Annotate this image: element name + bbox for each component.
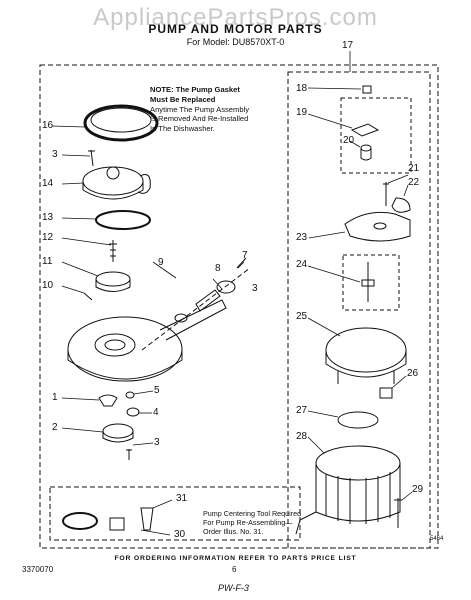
callout-9: 9: [158, 257, 164, 268]
note-line: In The Dishwasher.: [150, 124, 215, 134]
tool-kit-drawing: [62, 507, 154, 531]
callout-22: 22: [408, 177, 420, 188]
tool-note-line: Order Illus. No. 31.: [203, 527, 264, 536]
pump-base-drawing: [67, 299, 227, 382]
part-number: 3370070: [22, 565, 54, 574]
tool-note-line: Pump Centering Tool Required: [203, 509, 302, 518]
leader-lines: [51, 51, 413, 536]
callout-19: 19: [296, 107, 308, 118]
pump-gasket-note: NOTE: The Pump Gasket Must Be Replaced A…: [150, 85, 270, 134]
callout-10: 10: [42, 280, 54, 291]
callout-29: 29: [412, 484, 424, 495]
callout-20: 20: [343, 135, 355, 146]
callout-3-right: 3: [252, 283, 258, 294]
tool-note-line: For Pump Re-Assembling—: [203, 518, 293, 527]
o-ring-drawing: [95, 210, 151, 230]
seal-drawing: [350, 123, 380, 161]
watermark: AppliancePartsPros.com: [93, 4, 378, 31]
diagram-title: PUMP AND MOTOR PARTS: [148, 22, 323, 36]
motor-nut-drawing: [362, 85, 372, 94]
callout-3-top: 3: [52, 149, 58, 160]
drain-parts-drawing: [98, 391, 140, 460]
callout-28: 28: [296, 431, 308, 442]
page-reference: PW-F-3: [218, 583, 249, 593]
tool-box: [49, 486, 301, 541]
mounting-plate-drawing: [344, 211, 411, 242]
callout-31: 31: [176, 493, 188, 504]
chopper-assembly-drawing: [141, 257, 251, 351]
relay-drawing: [379, 387, 393, 399]
callout-24: 24: [296, 259, 308, 270]
shaft-drawing: [361, 262, 375, 302]
pump-housing-drawing: [82, 166, 151, 200]
callout-17: 17: [342, 40, 354, 51]
callout-23: 23: [296, 232, 308, 243]
callout-13: 13: [42, 212, 54, 223]
page-number: 6: [232, 565, 237, 574]
callout-18: 18: [296, 83, 308, 94]
impeller-screw-drawing: [109, 240, 117, 262]
housing-screw-drawing: [88, 149, 95, 167]
callout-3-bottom: 3: [154, 437, 160, 448]
note-line: Anytime The Pump Assembly: [150, 104, 250, 114]
callout-1: 1: [52, 392, 58, 403]
disc-drawing: [337, 411, 379, 429]
impeller-drawing: [95, 271, 131, 292]
motor-top-housing-drawing: [325, 327, 407, 384]
callout-14: 14: [42, 178, 54, 189]
callout-16: 16: [42, 120, 54, 131]
callout-12: 12: [42, 232, 54, 243]
callout-7: 7: [242, 250, 248, 261]
centering-tool-note: Pump Centering Tool Required For Pump Re…: [203, 509, 303, 536]
callout-25: 25: [296, 311, 308, 322]
model-subtitle: For Model: DU8570XT-0: [186, 37, 285, 47]
callout-2: 2: [52, 422, 58, 433]
callout-5: 5: [154, 385, 160, 396]
callout-8: 8: [215, 263, 221, 274]
callout-4: 4: [153, 407, 159, 418]
assembly-outline: [39, 64, 439, 549]
note-line: Must Be Replaced: [150, 94, 216, 104]
gasket-22-drawing: [391, 197, 411, 213]
motor-drawing: [295, 445, 401, 535]
note-line: NOTE: The Pump Gasket: [150, 85, 240, 94]
callout-26: 26: [407, 368, 419, 379]
ordering-info: FOR ORDERING INFORMATION REFER TO PARTS …: [114, 555, 357, 562]
callout-21: 21: [408, 163, 420, 174]
motor-assembly-box: [287, 71, 431, 549]
shaft-box: [342, 254, 400, 311]
washer-drawing: [83, 292, 93, 301]
callout-27: 27: [296, 405, 308, 416]
motor-screw-drawing: [383, 182, 389, 206]
note-line: Is Removed And Re-Installed: [150, 114, 249, 124]
pump-gasket-drawing: [83, 104, 159, 142]
callout-11: 11: [42, 256, 53, 267]
motor-base-screw-drawing: [394, 498, 402, 528]
callout-30: 30: [174, 529, 186, 540]
seal-kit-box: [340, 97, 412, 174]
drawing-code: 5464: [430, 536, 444, 542]
